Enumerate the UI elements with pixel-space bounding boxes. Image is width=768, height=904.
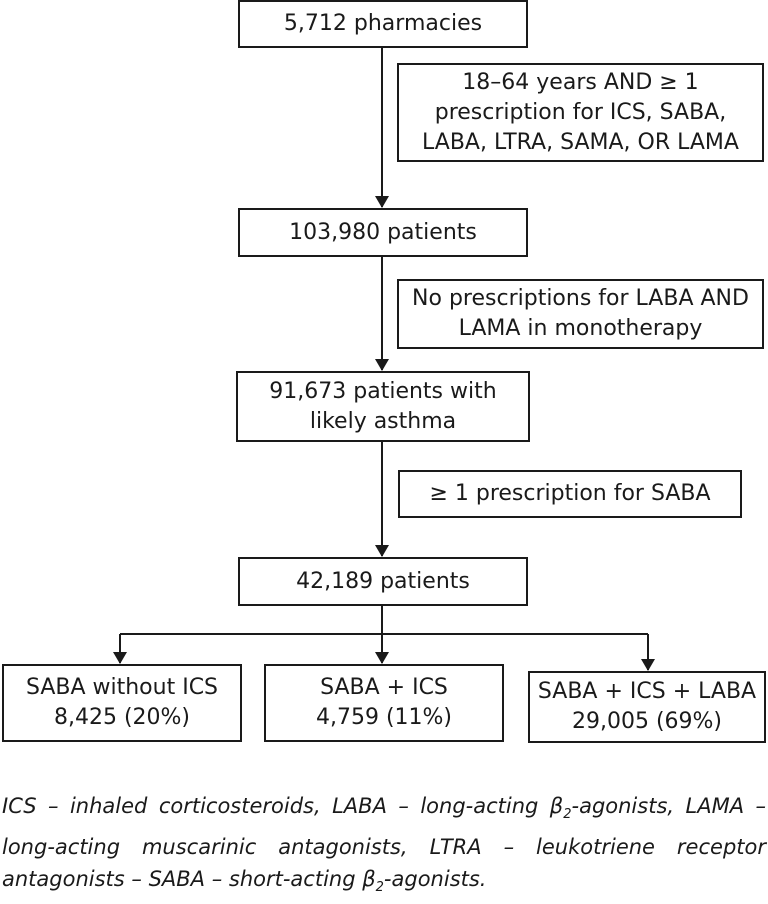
likely-asthma-line-2: likely asthma xyxy=(309,408,457,434)
exclusion-line-1: No prescriptions for LABA AND xyxy=(412,286,749,311)
footnote-part-1: ICS – inhaled corticosteroids, LABA – lo… xyxy=(2,794,564,818)
outcome-value: 29,005 (69%) xyxy=(571,709,723,734)
patients-label: 103,980 patients xyxy=(289,219,477,245)
exclusion-line-2: LAMA in monotherapy xyxy=(458,316,703,341)
footnote-subscript-1: 2 xyxy=(563,807,572,823)
likely-asthma-line-1: 91,673 patients with xyxy=(269,378,497,404)
outcome-label: SABA + ICS + LABA xyxy=(537,679,757,704)
inclusion-criterion-box: 18–64 years AND ≥ 1 prescription for ICS… xyxy=(397,63,764,162)
outcome-value: 8,425 (20%) xyxy=(53,705,191,730)
criterion-line-2: prescription for ICS, SABA, xyxy=(434,99,727,125)
likely-asthma-box: 91,673 patients with likely asthma xyxy=(236,371,530,442)
outcome-label: SABA + ICS xyxy=(320,675,448,700)
outcome-label: SABA without ICS xyxy=(25,675,219,700)
abbreviations-footnote: ICS – inhaled corticosteroids, LABA – lo… xyxy=(2,790,766,904)
pharmacies-label: 5,712 pharmacies xyxy=(283,11,483,36)
footnote-subscript-2: 2 xyxy=(375,880,384,896)
outcome-saba-without-ics: SABA without ICS 8,425 (20%) xyxy=(2,664,242,742)
footnote-part-2: -agonists, LAMA – long-acting muscarinic… xyxy=(2,794,766,892)
exclusion-criterion-box: No prescriptions for LABA AND LAMA in mo… xyxy=(397,279,764,349)
saba-criterion-box: ≥ 1 prescription for SABA xyxy=(398,470,742,518)
saba-patients-box: 42,189 patients xyxy=(238,557,528,606)
saba-criterion-label: ≥ 1 prescription for SABA xyxy=(429,481,711,506)
footnote-part-3: -agonists. xyxy=(383,867,487,892)
pharmacies-box: 5,712 pharmacies xyxy=(238,0,528,48)
patients-box: 103,980 patients xyxy=(238,208,528,257)
outcome-saba-ics-laba: SABA + ICS + LABA 29,005 (69%) xyxy=(528,671,766,743)
criterion-line-1: 18–64 years AND ≥ 1 xyxy=(462,69,699,95)
criterion-line-3: LABA, LTRA, SAMA, OR LAMA xyxy=(422,129,739,155)
saba-patients-label: 42,189 patients xyxy=(296,568,470,594)
outcome-value: 4,759 (11%) xyxy=(315,705,453,730)
outcome-saba-ics: SABA + ICS 4,759 (11%) xyxy=(264,664,504,742)
